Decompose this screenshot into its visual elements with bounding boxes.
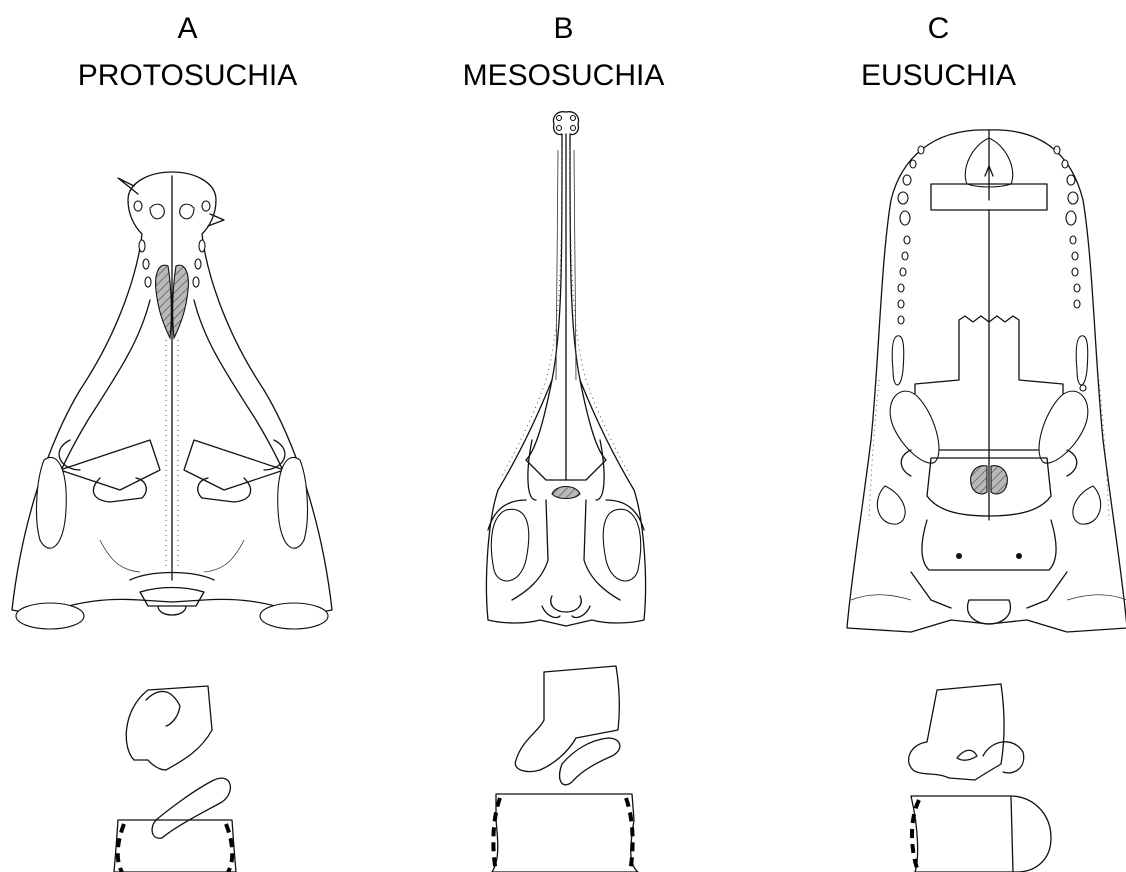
eusuchia-vertebra	[909, 684, 1051, 872]
panel-protosuchia: A PROTOSUCHIA	[0, 0, 375, 872]
protosuchia-vertebra	[114, 686, 236, 872]
panel-mesosuchia: B MESOSUCHIA	[376, 0, 751, 872]
panel-eusuchia: C EUSUCHIA	[751, 0, 1126, 872]
protosuchia-skull	[12, 172, 332, 629]
internal-nares	[156, 265, 172, 338]
alveoli-right	[1054, 146, 1088, 391]
eusuchia-drawing	[751, 0, 1126, 872]
protosuchia-drawing	[0, 0, 375, 872]
mesosuchia-skull	[486, 112, 645, 626]
eusuchia-skull	[847, 130, 1126, 632]
internal-nares	[971, 466, 987, 494]
mesosuchia-drawing	[376, 0, 751, 872]
internal-nares	[552, 487, 580, 499]
mesosuchia-vertebra	[492, 666, 638, 872]
